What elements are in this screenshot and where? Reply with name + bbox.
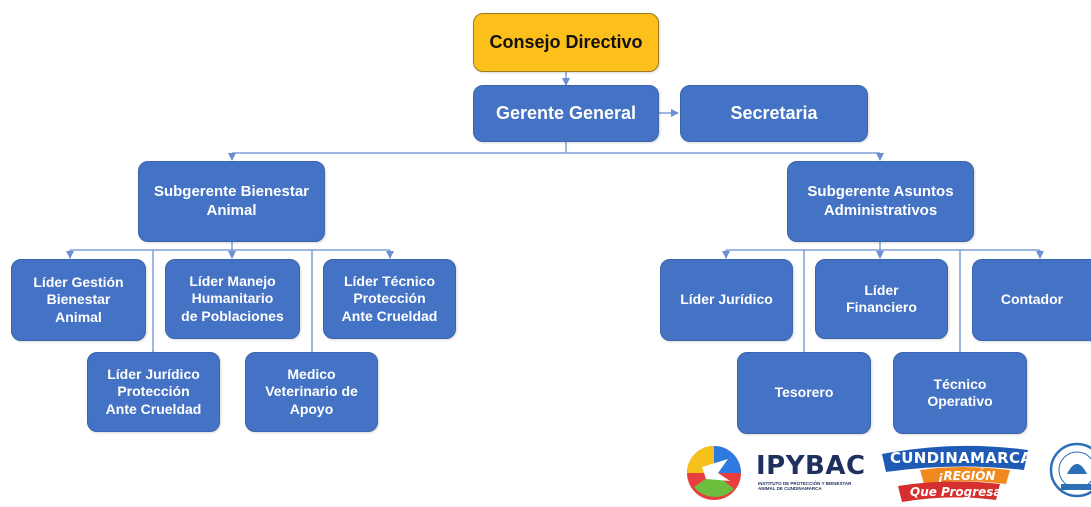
box-lider-manejo: Líder Manejo Humanitario de Poblaciones <box>165 259 300 339</box>
logo-gobernacion-seal <box>1047 440 1091 502</box>
cundinamarca-banner-icon <box>882 445 1028 502</box>
cundinamarca-region: ¡REGIÓN <box>938 469 996 483</box>
box-gerente-general: Gerente General <box>473 85 659 142</box>
box-lider-financiero: Líder Financiero <box>815 259 948 339</box>
box-subgerente-administrativos: Subgerente Asuntos Administrativos <box>787 161 974 242</box>
cundinamarca-name: CUNDINAMARCA <box>890 449 1033 467</box>
ipybac-name: IPYBAC <box>756 451 866 481</box>
logo-cundinamarca: CUNDINAMARCA ¡REGIÓN Que Progresa! <box>880 440 1033 502</box>
box-consejo-directivo: Consejo Directivo <box>473 13 659 72</box>
seal-icon <box>1049 442 1091 498</box>
box-lider-gestion: Líder Gestión Bienestar Animal <box>11 259 146 341</box>
logo-ipybac: IPYBAC INSTITUTO DE PROTECCIÓN Y BIENEST… <box>684 437 865 502</box>
box-lider-juridico-proteccion: Líder Jurídico Protección Ante Crueldad <box>87 352 220 432</box>
ipybac-emblem-icon <box>687 446 741 500</box>
ipybac-subtitle: INSTITUTO DE PROTECCIÓN Y BIENESTAR ANIM… <box>758 481 852 492</box>
box-subgerente-bienestar: Subgerente Bienestar Animal <box>138 161 325 242</box>
box-tecnico-operativo: Técnico Operativo <box>893 352 1027 434</box>
box-contador: Contador <box>972 259 1091 341</box>
box-lider-juridico: Líder Jurídico <box>660 259 793 341</box>
box-lider-tecnico: Líder Técnico Protección Ante Crueldad <box>323 259 456 339</box>
box-secretaria: Secretaria <box>680 85 868 142</box>
cundinamarca-slogan: Que Progresa! <box>910 485 1008 499</box>
box-medico-veterinario: Medico Veterinario de Apoyo <box>245 352 378 432</box>
box-tesorero: Tesorero <box>737 352 871 434</box>
